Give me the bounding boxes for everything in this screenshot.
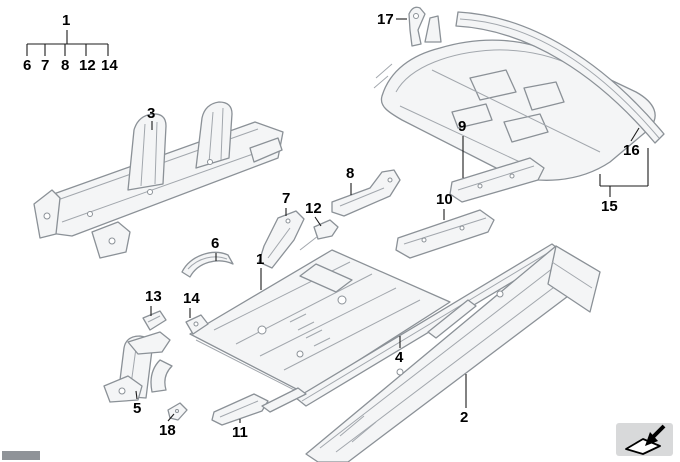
- callout-17[interactable]: 17: [377, 11, 394, 28]
- legend-child-6[interactable]: 6: [23, 57, 32, 74]
- part-1-floor-panel[interactable]: [189, 249, 451, 399]
- callout-15[interactable]: 15: [601, 198, 618, 215]
- part-16-rail[interactable]: [455, 11, 665, 144]
- legend-child-7[interactable]: 7: [41, 57, 50, 74]
- callout-9[interactable]: 9: [458, 118, 467, 135]
- legend-child-12[interactable]: 12: [79, 57, 96, 74]
- legend-child-14[interactable]: 14: [101, 57, 118, 74]
- callout-16[interactable]: 16: [623, 142, 640, 159]
- part-2-sill-panel[interactable]: [305, 245, 601, 462]
- callout-3[interactable]: 3: [147, 105, 156, 122]
- callout-18[interactable]: 18: [159, 422, 176, 439]
- callout-4[interactable]: 4: [395, 349, 404, 366]
- part-10-rail[interactable]: [395, 209, 495, 259]
- callout-14[interactable]: 14: [183, 290, 200, 307]
- callout-10[interactable]: 10: [436, 191, 453, 208]
- part-13-bracket[interactable]: [142, 310, 167, 331]
- part-8-rail[interactable]: [331, 169, 401, 217]
- part-14-bracket[interactable]: [185, 314, 209, 335]
- watermark: [2, 451, 40, 460]
- part-6-bracket[interactable]: [181, 251, 234, 278]
- callout-13[interactable]: 13: [145, 288, 162, 305]
- part-5-bracket[interactable]: [103, 331, 173, 403]
- leader-lines: [135, 18, 649, 423]
- callout-8[interactable]: 8: [346, 165, 355, 182]
- part-9-rail[interactable]: [449, 157, 545, 203]
- callout-7[interactable]: 7: [282, 190, 291, 207]
- legend-root-label[interactable]: 1: [62, 12, 71, 29]
- part-12-bracket[interactable]: [299, 219, 339, 251]
- callout-1[interactable]: 1: [256, 251, 265, 268]
- callout-6[interactable]: 6: [211, 235, 220, 252]
- part-7-rail[interactable]: [258, 210, 305, 269]
- part-3-crossmember[interactable]: [33, 101, 284, 259]
- legend-child-8[interactable]: 8: [61, 57, 70, 74]
- callout-2[interactable]: 2: [460, 409, 469, 426]
- panel-arrow-icon[interactable]: [616, 423, 673, 456]
- callout-12[interactable]: 12: [305, 200, 322, 217]
- callout-5[interactable]: 5: [133, 400, 142, 417]
- callout-11[interactable]: 11: [232, 424, 248, 441]
- part-17-bracket[interactable]: [408, 6, 426, 47]
- part-11-rail[interactable]: [211, 387, 307, 426]
- legend-tree-lines: [26, 30, 109, 56]
